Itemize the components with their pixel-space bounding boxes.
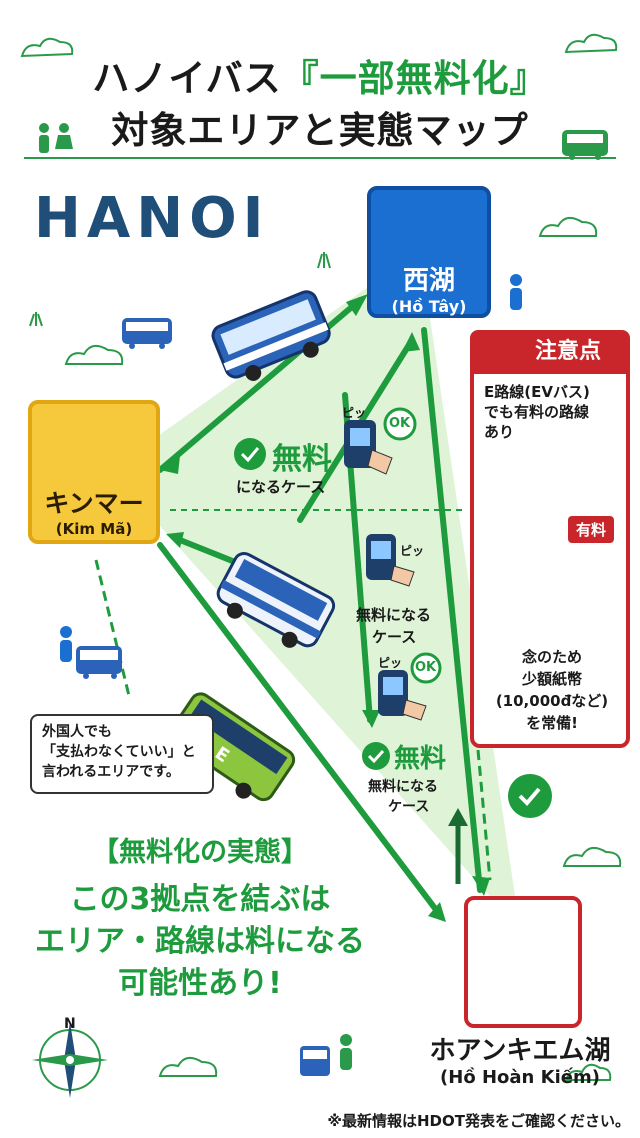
beep-label: ピッ	[378, 656, 403, 670]
check-icon	[234, 438, 266, 470]
info-bubble: 外国人でも 「支払わなくていい」と 言われるエリアです。	[30, 714, 214, 794]
page-title-line2: 対象エリアと実態マップ	[111, 109, 529, 152]
small-bus-icon	[300, 1046, 330, 1076]
blue-bus-illustration	[211, 290, 331, 381]
node-subname: (Hồ Tây)	[391, 297, 467, 316]
title-highlight: 『一部無料化』	[281, 57, 548, 100]
caution-line: あり	[484, 423, 515, 441]
arrow-heads	[160, 294, 490, 922]
ok-label: OK	[389, 416, 411, 431]
cloud-icon	[64, 344, 124, 365]
blue-bus-illustration	[216, 552, 336, 648]
cloud-icon	[564, 1063, 612, 1081]
free-case3-title: 無料	[394, 744, 447, 774]
bubble-line: 外国人でも	[42, 724, 112, 740]
caution-note: 念のため 少額紙幣 (10,000đなど) を常備!	[478, 646, 626, 734]
check-icon	[362, 742, 390, 770]
free-case3-line2: ケース	[388, 799, 430, 815]
compass-icon	[32, 1022, 108, 1098]
compass-label: N	[64, 1016, 76, 1032]
cloud-icon	[158, 1056, 218, 1077]
free-case3-line1: 無料になる	[368, 779, 438, 795]
caution-note-line: 少額紙幣	[521, 670, 582, 688]
paid-badge: 有料	[568, 516, 615, 543]
beep-label: ピッ	[342, 406, 367, 420]
caution-text: E路線(EVバス) でも有料の路線 あり	[484, 382, 624, 442]
caution-note-line: (10,000đなど)	[495, 692, 609, 710]
title-prefix: ハノイバス	[92, 57, 282, 100]
node-name: ホアンキエム湖	[429, 1036, 611, 1066]
card-tap-icon	[378, 670, 427, 721]
node-hoan-kiem-box	[464, 896, 582, 1028]
footnote: ※最新情報はHDOT発表をご確認ください。	[327, 1112, 630, 1130]
cloud-icon	[562, 846, 622, 867]
caution-note-line: 念のため	[521, 648, 582, 666]
reality-line: 可能性あり!	[118, 966, 282, 1001]
caution-line: E路線(EVバス)	[484, 383, 590, 401]
person-icon	[510, 274, 522, 310]
ok-bubble-icon	[383, 407, 417, 441]
reality-heading: 【無料化の実態】	[92, 837, 308, 868]
reality-line: この3拠点を結ぶは	[69, 882, 331, 917]
ok-bubble-icon	[410, 652, 442, 684]
dashed-routes	[94, 559, 492, 881]
bus-code: E01	[536, 466, 559, 479]
caution-heading: 注意点	[470, 330, 630, 374]
person-icon	[340, 1034, 352, 1070]
small-bus-icon	[76, 646, 122, 679]
cloud-icon	[20, 37, 74, 58]
card-tap-icon	[344, 420, 393, 475]
cloud-icon	[564, 33, 618, 54]
bus-icon	[562, 130, 608, 160]
bubble-line: 言われるエリアです。	[42, 764, 180, 780]
card-tap-icon	[366, 534, 415, 587]
free-case1-title: 無料	[272, 442, 332, 477]
caution-heading-text: 注意点	[534, 339, 601, 364]
caution-note-line: を常備!	[526, 714, 578, 732]
people-icon	[39, 123, 73, 153]
free-case2-line1: 無料になる	[356, 606, 432, 624]
reality-line: エリア・路線は料になる	[35, 924, 365, 959]
ok-label: OK	[415, 660, 437, 675]
node-name: 西湖	[402, 266, 455, 296]
node-hoan-kiem: ホアンキエム湖 (Hồ Hoàn Kiếm)	[400, 1030, 640, 1088]
beep-label: ピッ	[400, 544, 425, 558]
grass-icon	[29, 252, 331, 327]
free-case1-sub: になるケース	[236, 478, 326, 496]
city-label: HANOI	[34, 186, 270, 251]
caution-line: でも有料の路線	[484, 403, 590, 421]
chat-check-icon	[508, 774, 552, 818]
node-subname: (Kim Mã)	[55, 520, 133, 538]
small-bus-icon	[122, 318, 172, 349]
return-arrow	[448, 808, 468, 884]
cloud-icon	[538, 216, 598, 237]
bubble-line: 「支払わなくていい」と	[42, 744, 196, 760]
bus-code: E01	[582, 494, 605, 507]
node-kim-ma: キンマー (Kim Mã)	[28, 400, 160, 544]
free-case2-line2: ケース	[372, 628, 417, 646]
node-west-lake: 西湖 (Hồ Tây)	[367, 186, 491, 318]
node-subname: (Hồ Hoàn Kiếm)	[440, 1067, 600, 1088]
page-title-line1: ハノイバス『一部無料化』	[0, 48, 640, 102]
node-name: キンマー	[44, 489, 144, 518]
person-icon	[60, 626, 72, 662]
